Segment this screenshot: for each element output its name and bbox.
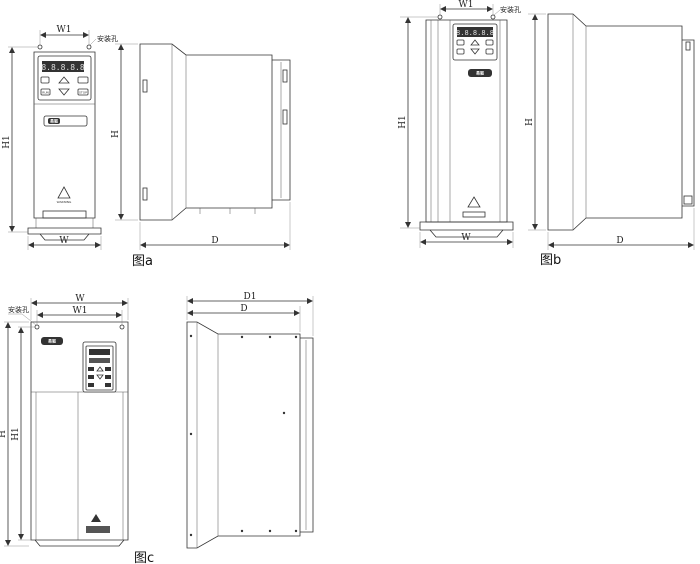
fig-b-hole-label: 安装孔 [500, 5, 521, 14]
fig-a-logo-plate [43, 115, 88, 127]
fig-a-warning-icon [57, 186, 71, 199]
fig-b-stop-key [485, 48, 494, 55]
fig-b-up-key [470, 39, 480, 46]
fig-a-h-label: H [111, 130, 121, 138]
fig-a-warning-label: WARNING [57, 200, 72, 204]
fig-b-led-display [457, 27, 493, 37]
fig-c-h1-label: H1 [11, 427, 21, 441]
fig-c-led-display [89, 349, 110, 355]
figure-c-front-view: 易驱 W1 W 安装孔 H [0, 294, 129, 547]
fig-c-side-housing [186, 321, 301, 549]
fig-c-caption: 图c [134, 551, 154, 564]
fig-a-down-key [58, 88, 70, 96]
fig-a-led-display [42, 61, 84, 72]
fig-a-up-key [58, 76, 70, 84]
fig-c-up-key [96, 366, 104, 372]
fig-b-base-plate [419, 221, 514, 231]
fig-a-w-label: W [59, 236, 69, 246]
fig-a-logo-mark [48, 118, 60, 124]
fig-c-logo-plate [41, 337, 63, 345]
fig-a-stop-key [77, 88, 89, 96]
fig-c-d-label: D [240, 304, 247, 314]
fig-a-hole-label: 安装孔 [97, 34, 118, 43]
svg-text:RUN: RUN [42, 91, 49, 95]
figure-a-front-view: 8.8.8.8.8 RUN STOP 易驱 WARNING W1 安装孔 H1 [2, 25, 118, 250]
fig-a-caption: 图a [132, 254, 153, 269]
fig-b-d-label: D [616, 236, 623, 246]
fig-b-w-label: W [461, 233, 471, 243]
fig-c-key [105, 367, 111, 371]
fig-c-d1-label: D1 [244, 292, 257, 302]
fig-c-key [88, 367, 94, 371]
fig-a-bottom-vent [42, 210, 87, 219]
fig-c-w-label: W [75, 294, 85, 304]
fig-a-d-label: D [211, 236, 218, 246]
figure-c-side-view: D D1 [186, 292, 314, 549]
fig-b-warning-icon [467, 196, 481, 208]
fig-c-run-key [88, 375, 94, 379]
fig-a-brand-logo: 易驱 [49, 118, 58, 124]
fig-b-h-label: H [525, 118, 535, 126]
fig-b-run-key [456, 48, 465, 55]
fig-c-brand-logo: 易驱 [47, 338, 56, 344]
fig-a-key [40, 76, 50, 84]
fig-c-stop-key [105, 375, 111, 379]
fig-c-hole-label: 安装孔 [8, 305, 29, 314]
svg-text:STOP: STOP [79, 91, 87, 95]
fig-c-base [34, 539, 125, 547]
fig-a-mounting-hole [86, 44, 92, 50]
fig-b-side-housing [547, 13, 683, 231]
fig-b-led-digits: 8.8.8.8.8 [456, 29, 494, 37]
figure-a-side-view: H D [111, 43, 291, 250]
fig-b-caption: 图b [540, 253, 561, 268]
figure-b-side-view: H D [525, 13, 695, 250]
fig-a-side-housing [139, 43, 273, 221]
fig-c-w1-label: W1 [73, 306, 88, 316]
fig-b-w1-label: W1 [459, 0, 474, 10]
figure-b-front-view: 8.8.8.8.8 易驱 W1 安装孔 H1 W [398, 0, 521, 248]
fig-b-down-key [470, 48, 480, 55]
fig-a-led-digits: 8.8.8.8.8 [41, 63, 85, 72]
fig-a-key [77, 76, 89, 84]
fig-a-run-key [40, 88, 51, 96]
fig-a-base-plate [27, 227, 102, 235]
fig-b-h1-label: H1 [398, 115, 408, 129]
fig-c-h-label: H [0, 430, 8, 438]
fig-b-mounting-hole [490, 14, 496, 20]
fig-c-warning-label [86, 526, 110, 533]
fig-c-down-key [96, 374, 104, 380]
fig-b-mounting-hole [437, 14, 443, 20]
fig-b-logo-plate [468, 69, 492, 77]
fig-c-warning-icon [91, 514, 101, 522]
fig-b-brand-logo: 易驱 [475, 70, 484, 76]
fig-a-mounting-hole [37, 44, 43, 50]
fig-a-w1-label: W1 [57, 25, 72, 35]
fig-a-h1-label: H1 [2, 135, 12, 149]
